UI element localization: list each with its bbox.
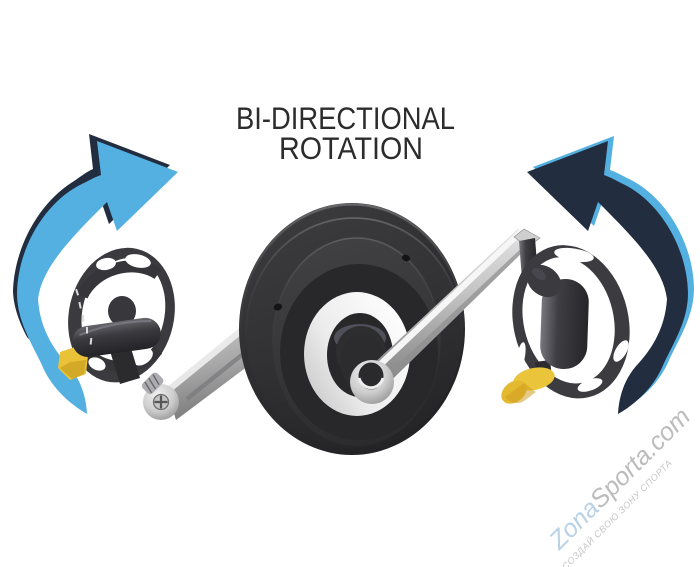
svg-text:BI-DIRECTIONAL: BI-DIRECTIONAL [236, 100, 455, 136]
svg-text:ROTATION: ROTATION [279, 130, 423, 166]
svg-text:ZonaSporta.com: ZonaSporta.com [543, 403, 696, 556]
